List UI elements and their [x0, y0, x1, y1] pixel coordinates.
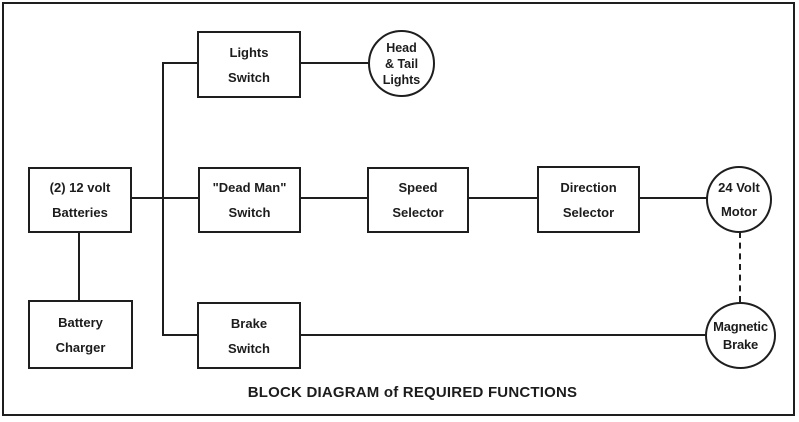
batteries-node: (2) 12 volt Batteries — [28, 167, 132, 233]
connector-batteries-to-battery-charger — [78, 232, 80, 300]
brake-switch-label-line2: Switch — [228, 340, 270, 356]
head-tail-lights-label-line3: Lights — [382, 72, 421, 87]
direction-selector-label-line1: Direction — [560, 179, 617, 195]
dead-man-switch-label-line1: "Dead Man" — [212, 180, 287, 195]
brake-switch-label-line1: Brake — [230, 315, 268, 331]
connector-dead-man-switch-to-speed-selector — [300, 197, 368, 199]
connector-branch-to-brake-switch — [163, 334, 199, 336]
lights-switch-label-line1: Lights — [229, 44, 269, 60]
connector-speed-selector-to-direction-selector — [468, 197, 538, 199]
connector-branch-to-lights-switch — [163, 62, 199, 64]
battery-charger-label-line2: Charger — [55, 339, 106, 355]
speed-selector-label-line1: Speed — [398, 180, 438, 195]
connector-battery-branch-vertical — [162, 62, 164, 336]
speed-selector-label-line2: Selector — [392, 205, 444, 220]
direction-selector-label-line2: Selector — [562, 204, 615, 220]
brake-switch-node: Brake Switch — [197, 302, 301, 369]
head-tail-lights-label-line1: Head — [386, 40, 417, 55]
motor-label-line2: Motor — [720, 204, 758, 219]
direction-selector-node: Direction Selector — [537, 166, 640, 233]
magnetic-brake-node: Magnetic Brake — [705, 302, 776, 369]
connector-batteries-to-dead-man-switch — [131, 197, 199, 199]
batteries-label-line1: (2) 12 volt — [49, 180, 111, 195]
motor-node: 24 Volt Motor — [706, 166, 772, 233]
diagram-caption: BLOCK DIAGRAM of REQUIRED FUNCTIONS — [247, 384, 578, 401]
connector-lights-switch-to-head-tail-lights — [300, 62, 368, 64]
dead-man-switch-label-line2: Switch — [228, 205, 271, 220]
batteries-label-line2: Batteries — [52, 205, 108, 220]
speed-selector-node: Speed Selector — [367, 167, 469, 233]
connector-brake-switch-to-magnetic-brake — [300, 334, 706, 336]
battery-charger-node: Battery Charger — [28, 300, 133, 369]
lights-switch-label-line2: Switch — [228, 69, 270, 85]
magnetic-brake-label-line1: Magnetic — [713, 319, 768, 334]
connector-motor-to-magnetic-brake-dashed — [739, 232, 741, 302]
head-tail-lights-node: Head & Tail Lights — [368, 30, 435, 97]
magnetic-brake-label-line2: Brake — [722, 337, 759, 352]
lights-switch-node: Lights Switch — [197, 31, 301, 98]
battery-charger-label-line1: Battery — [58, 314, 103, 330]
dead-man-switch-node: "Dead Man" Switch — [198, 167, 301, 233]
connector-direction-selector-to-motor — [639, 197, 707, 199]
motor-label-line1: 24 Volt — [718, 180, 760, 195]
head-tail-lights-label-line2: & Tail — [384, 56, 419, 71]
